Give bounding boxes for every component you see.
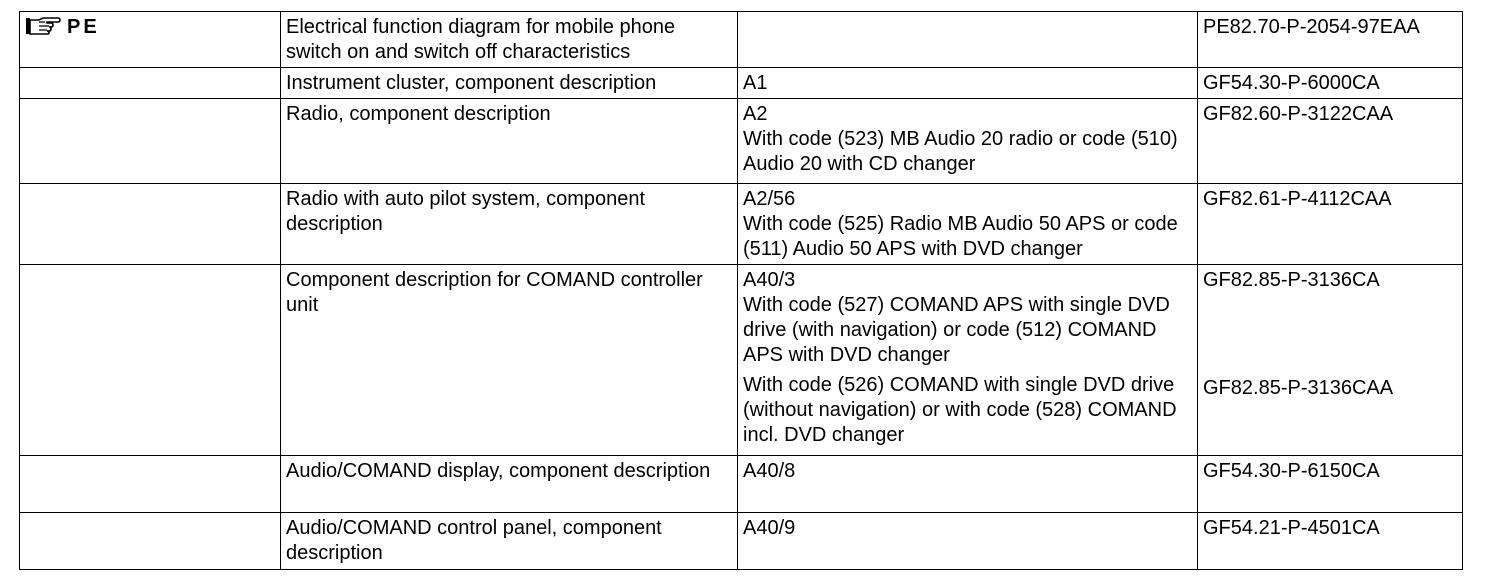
reference-cell: GF82.85-P-3136CA GF82.85-P-3136CAA xyxy=(1197,264,1463,456)
empty-cell xyxy=(19,455,281,513)
reference-cell: PE82.70-P-2054-97EAA xyxy=(1197,11,1463,68)
document-table: PE Electrical function diagram for mobil… xyxy=(19,11,1463,570)
component-cell xyxy=(737,11,1198,68)
description-cell: Instrument cluster, component descriptio… xyxy=(280,67,738,99)
table-row: Radio with auto pilot system, component … xyxy=(19,183,1463,265)
pe-label: PE xyxy=(67,16,100,38)
component-code: A2 xyxy=(743,103,768,125)
component-cell: A40/9 xyxy=(737,512,1198,570)
reference-cell: GF54.30-P-6000CA xyxy=(1197,67,1463,99)
description-cell: Audio/COMAND display, component descript… xyxy=(280,455,738,513)
description-cell: Audio/COMAND control panel, component de… xyxy=(280,512,738,570)
empty-cell xyxy=(19,264,281,456)
component-cell: A40/3 With code (527) COMAND APS with si… xyxy=(737,264,1198,456)
pointing-hand-icon xyxy=(26,17,61,35)
table-row: Instrument cluster, component descriptio… xyxy=(19,67,1463,99)
description-cell: Radio with auto pilot system, component … xyxy=(280,183,738,265)
component-cell: A2/56 With code (525) Radio MB Audio 50 … xyxy=(737,183,1198,265)
reference-cell: GF82.60-P-3122CAA xyxy=(1197,98,1463,184)
code-condition: With code (526) COMAND with single DVD d… xyxy=(743,374,1177,446)
empty-cell xyxy=(19,512,281,570)
code-condition: With code (527) COMAND APS with single D… xyxy=(743,294,1170,366)
empty-cell xyxy=(19,98,281,184)
table-row: Audio/COMAND display, component descript… xyxy=(19,455,1463,513)
description-cell: Component description for COMAND control… xyxy=(280,264,738,456)
reference-cell: GF54.21-P-4501CA xyxy=(1197,512,1463,570)
component-code: A2/56 xyxy=(743,188,796,210)
empty-cell xyxy=(19,67,281,99)
reference-cell: GF82.61-P-4112CAA xyxy=(1197,183,1463,265)
reference-cell: GF54.30-P-6150CA xyxy=(1197,455,1463,513)
empty-cell xyxy=(19,183,281,265)
description-cell: Electrical function diagram for mobile p… xyxy=(280,11,738,68)
table-row: Radio, component description A2 With cod… xyxy=(19,98,1463,184)
description-cell: Radio, component description xyxy=(280,98,738,184)
table-row: Audio/COMAND control panel, component de… xyxy=(19,512,1463,570)
component-code: A40/3 xyxy=(743,269,796,291)
component-cell: A40/8 xyxy=(737,455,1198,513)
table-row: Component description for COMAND control… xyxy=(19,264,1463,456)
reference-text: GF82.85-P-3136CA xyxy=(1203,269,1380,291)
code-condition: With code (525) Radio MB Audio 50 APS or… xyxy=(743,213,1178,260)
pe-cell: PE xyxy=(19,11,281,68)
table-row: PE Electrical function diagram for mobil… xyxy=(19,11,1463,68)
code-condition: With code (523) MB Audio 20 radio or cod… xyxy=(743,128,1178,175)
component-cell: A1 xyxy=(737,67,1198,99)
reference-text: GF82.85-P-3136CAA xyxy=(1203,377,1394,399)
component-cell: A2 With code (523) MB Audio 20 radio or … xyxy=(737,98,1198,184)
